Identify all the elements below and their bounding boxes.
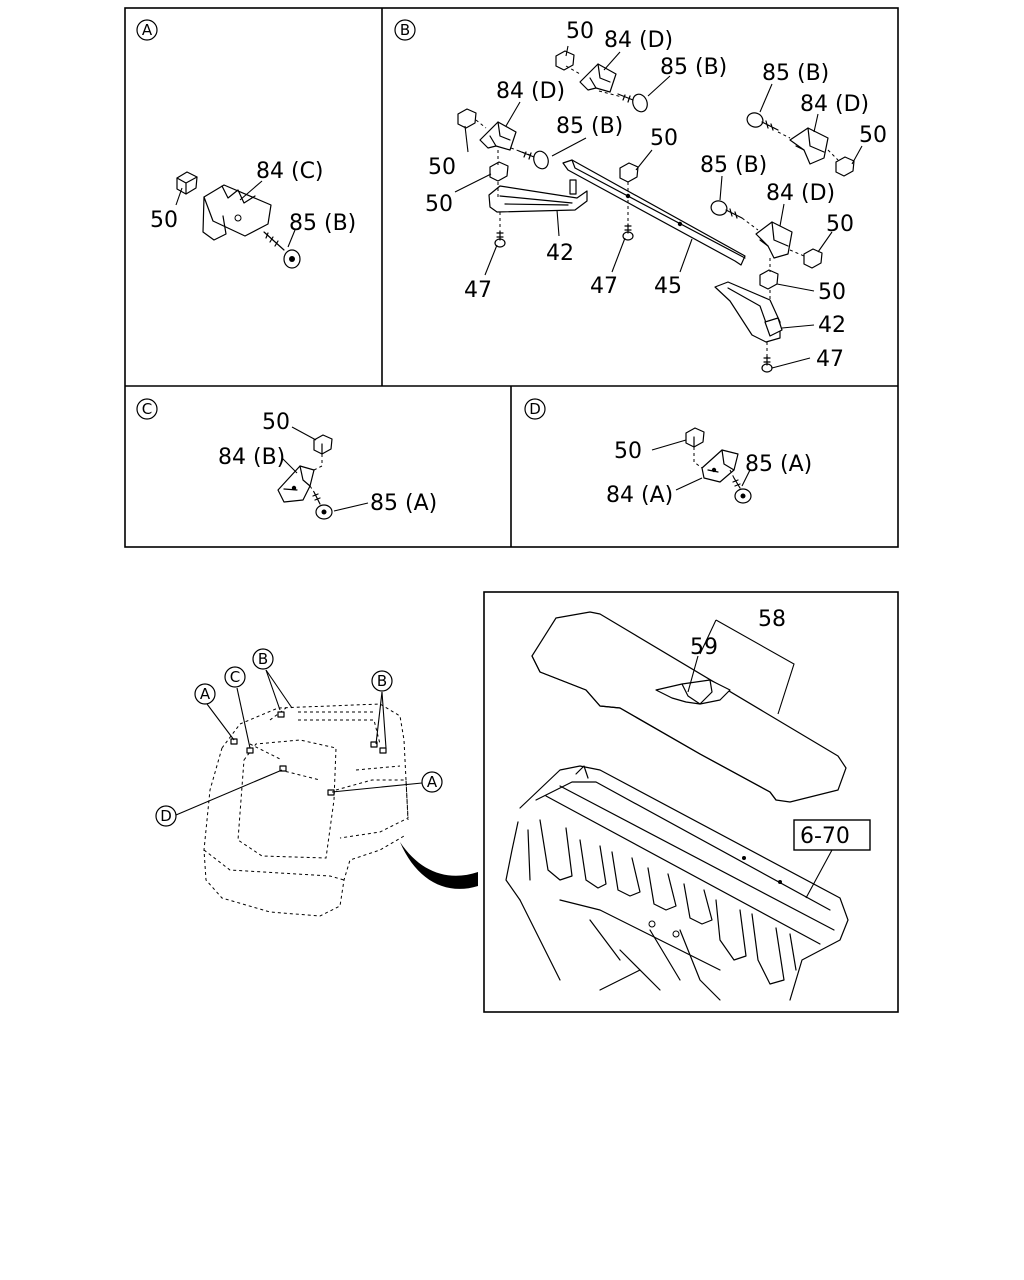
- overview-marker-d: D: [155, 805, 177, 827]
- clip-nut-50-d-icon: [685, 427, 705, 448]
- callout-b-47-mid: 47: [590, 274, 618, 299]
- ref-6-70-text: 6-70: [800, 824, 850, 849]
- callout-59: 59: [690, 635, 718, 660]
- clip-nut-50-c-icon: [313, 434, 333, 455]
- panel-c: C 50 84 (B) 85 (A): [136, 398, 437, 520]
- bracket-84d-left-icon: [479, 121, 517, 151]
- callout-b-45: 45: [654, 274, 682, 299]
- callout-b-50-right1: 50: [859, 123, 887, 148]
- overview-marker-a-left-text: A: [200, 685, 211, 703]
- callout-b-85b-top: 85 (B): [660, 55, 727, 80]
- screw-85b-b-icons: [518, 93, 779, 219]
- leader-a-84c: [239, 180, 263, 201]
- overview-marker-b-right: B: [371, 670, 393, 692]
- bracket-84a-icon: [701, 449, 739, 483]
- callout-b-85b-right2: 85 (B): [700, 153, 767, 178]
- bracket-84c-icon: [202, 184, 272, 241]
- detail-panels-frame: [124, 7, 899, 548]
- overview-marker-a-left: A: [194, 683, 216, 705]
- callout-d-85a: 85 (A): [745, 452, 812, 477]
- bracket-84d-top-icon: [579, 63, 617, 93]
- panel-c-marker: C: [136, 398, 158, 420]
- screw-85a-d-icon: [732, 477, 752, 504]
- leader-a-85b: [287, 229, 296, 248]
- bracket-42-right-icon: [714, 281, 783, 343]
- overview-marker-a-right-text: A: [427, 773, 438, 791]
- panel-b-marker: B: [394, 19, 416, 41]
- callout-d-50: 50: [614, 439, 642, 464]
- cutaway-detail: 58 59 6-70: [483, 591, 899, 1013]
- overview-marker-b-right-text: B: [377, 672, 387, 690]
- panel-c-marker-text: C: [142, 400, 152, 418]
- panel-d: D 50 84 (A) 85 (A): [524, 398, 812, 508]
- overview-marker-a-right: A: [421, 771, 443, 793]
- callout-b-84d-right: 84 (D): [800, 92, 869, 117]
- panel-a-marker: A: [136, 19, 158, 41]
- panel-b-marker-text: B: [400, 21, 410, 39]
- callout-c-84b: 84 (B): [218, 445, 285, 470]
- panel-a: A 50 84 (C) 85 (B): [136, 19, 356, 269]
- leaders-b: [454, 45, 863, 369]
- callout-a-50: 50: [150, 208, 178, 233]
- callout-b-84d-right2: 84 (D): [766, 181, 835, 206]
- screw-85b-icon: [263, 231, 301, 269]
- callout-c-85a: 85 (A): [370, 491, 437, 516]
- panel-d-marker: D: [524, 398, 546, 420]
- overview-marker-b-left: B: [252, 648, 274, 670]
- bracket-42-left-icon: [488, 179, 588, 213]
- overview-marker-d-text: D: [160, 807, 172, 825]
- callout-b-85b-mid: 85 (B): [556, 114, 623, 139]
- screw-47-b-icons: [494, 223, 773, 373]
- overview-marker-c-text: C: [230, 668, 240, 686]
- callout-b-47-left: 47: [464, 278, 492, 303]
- callout-b-50-center: 50: [650, 126, 678, 151]
- callout-a-85b: 85 (B): [289, 211, 356, 236]
- leader-a-50: [175, 187, 183, 206]
- callout-b-84d-left: 84 (D): [496, 79, 565, 104]
- callout-d-84a: 84 (A): [606, 483, 673, 508]
- bracket-84d-right2-icon: [755, 221, 793, 259]
- callout-b-50-left2: 50: [425, 192, 453, 217]
- callout-b-42-right: 42: [818, 313, 846, 338]
- callout-b-47-right: 47: [816, 347, 844, 372]
- ref-6-70-box: 6-70: [793, 819, 871, 851]
- callout-b-84d-top: 84 (D): [604, 28, 673, 53]
- callout-b-85b-right: 85 (B): [762, 61, 829, 86]
- callout-b-50-top: 50: [566, 19, 594, 44]
- overview-marker-b-left-text: B: [258, 650, 268, 668]
- panel-b: B: [394, 19, 887, 373]
- bracket-84d-right-icon: [789, 127, 829, 165]
- vehicle-rear-overview: A C B B D A: [155, 648, 478, 917]
- clip-nut-50-b-icons: [457, 50, 855, 290]
- callout-c-50: 50: [262, 410, 290, 435]
- callout-b-50-left1: 50: [428, 155, 456, 180]
- panel-a-marker-text: A: [142, 21, 153, 39]
- callout-58: 58: [758, 607, 786, 632]
- callout-a-84c: 84 (C): [256, 159, 324, 184]
- rail-45-icon: [562, 159, 746, 266]
- screw-85a-c-icon: [312, 491, 333, 520]
- callout-b-42-left: 42: [546, 241, 574, 266]
- clip-nut-50-icon: [176, 171, 198, 195]
- callout-b-50-right3: 50: [818, 280, 846, 305]
- panel-d-marker-text: D: [529, 400, 541, 418]
- floor-structure-icon: [505, 765, 849, 1001]
- cover-58-icon: [531, 611, 847, 803]
- overview-marker-c: C: [224, 666, 246, 688]
- pointer-arrow-icon: [400, 842, 478, 889]
- callout-b-50-right2: 50: [826, 212, 854, 237]
